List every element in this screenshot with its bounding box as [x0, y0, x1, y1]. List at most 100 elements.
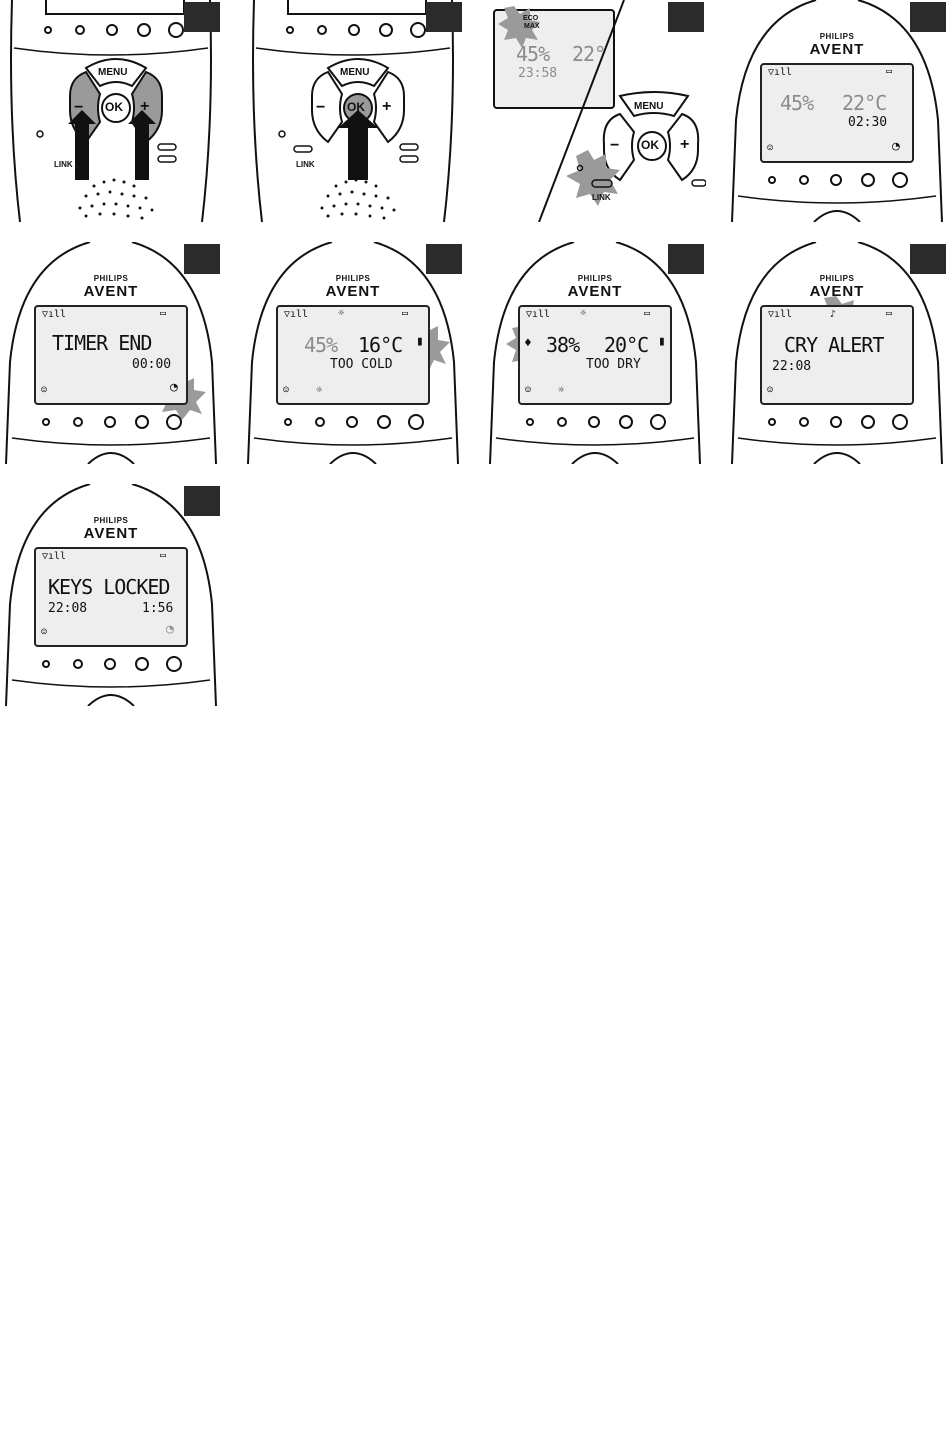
menu-button-label[interactable]: MENU — [98, 67, 128, 78]
plus-button-label[interactable]: + — [680, 136, 690, 153]
link-label: LINK — [592, 193, 611, 202]
nightlight-icon: ☼ — [558, 385, 565, 396]
panel-4: PHILIPS AVENT ▽ıll ▭ 45% 22°C 02:30 ☺ ◔ — [726, 0, 948, 222]
link-label: LINK — [54, 160, 73, 169]
nightlight-icon: ☼ — [316, 385, 323, 396]
step-marker — [668, 244, 704, 274]
battery-icon: ▭ — [402, 308, 409, 319]
lcd-screen: ▽ıll ♪ ▭ CRY ALERT 22:08 ☺ — [760, 305, 914, 405]
humidity-drop-icon: ♦ — [524, 336, 532, 351]
brand-avent: AVENT — [83, 525, 139, 542]
thermometer-icon: ▮ — [416, 334, 424, 349]
baby-icon: ☺ — [525, 385, 532, 396]
lcd-screen: ▽ıll ☼ ▭ 45% 16°C ▮ TOO COLD ☺ ☼ — [276, 305, 430, 405]
status-line-2: 00:00 — [132, 357, 172, 372]
handset-illustration — [5, 484, 217, 706]
step-marker — [184, 244, 220, 274]
minus-button-label[interactable]: − — [74, 99, 84, 116]
cry-alert-icon: ♪ — [830, 309, 837, 320]
brand-philips: PHILIPS — [335, 274, 371, 283]
ok-button-label[interactable]: OK — [641, 138, 659, 152]
humidity-readout: 38% — [546, 333, 580, 357]
step-marker — [426, 244, 462, 274]
baby-icon: ☺ — [767, 385, 774, 396]
eco-label: ECO — [523, 15, 539, 22]
timer-readout: 02:30 — [848, 115, 888, 130]
minus-button-label[interactable]: − — [610, 137, 620, 154]
panel-8: PHILIPS AVENT ▽ıll ♪ ▭ CRY ALERT 22:08 ☺ — [726, 242, 948, 464]
battery-icon: ▭ — [886, 308, 893, 319]
panel-1: MENU OK − + LINK — [0, 0, 222, 222]
signal-icon: ▽ıll — [42, 309, 67, 320]
sun-icon: ☼ — [338, 308, 345, 319]
lcd-screen: ▽ıll ☼ ▭ ♦ 38% 20°C ▮ TOO DRY ☺ ☼ — [518, 305, 672, 405]
timer-icon: ◔ — [170, 380, 178, 395]
brand-avent: AVENT — [567, 283, 623, 300]
step-marker — [184, 486, 220, 516]
brand-philips: PHILIPS — [577, 274, 613, 283]
panel-3: ECO MAX 45% 22° 23:58 MENU OK − + LINK — [484, 0, 706, 222]
signal-icon: ▽ıll — [284, 309, 309, 320]
baby-icon: ☺ — [41, 385, 48, 396]
baby-icon: ☺ — [283, 385, 290, 396]
brand-philips: PHILIPS — [93, 516, 129, 525]
handset-illustration — [10, 0, 212, 222]
ok-button-label[interactable]: OK — [347, 100, 365, 114]
temperature-readout: 20°C — [604, 333, 649, 357]
menu-button-label[interactable]: MENU — [340, 67, 370, 78]
timer-icon: ◔ — [166, 622, 174, 637]
split-illustration — [493, 0, 706, 222]
status-line-2: 22:08 — [772, 359, 812, 374]
battery-icon: ▭ — [160, 308, 167, 319]
lcd-screen: ▽ıll ▭ TIMER END 00:00 ☺ ◔ — [34, 305, 188, 405]
signal-icon: ▽ıll — [768, 67, 793, 78]
step-marker — [910, 244, 946, 274]
brand-avent: AVENT — [809, 41, 865, 58]
battery-icon: ▭ — [886, 66, 893, 77]
status-line-1: CRY ALERT — [784, 333, 884, 357]
signal-icon: ▽ıll — [768, 309, 793, 320]
brand-avent: AVENT — [809, 283, 865, 300]
signal-icon: ▽ıll — [42, 551, 67, 562]
lcd-screen: ▽ıll ▭ KEYS LOCKED 22:08 1:56 ☺ ◔ — [34, 547, 188, 647]
signal-icon: ▽ıll — [526, 309, 551, 320]
humidity-readout: 45% — [516, 42, 550, 66]
status-line-1: KEYS LOCKED — [48, 575, 170, 599]
status-readout: TOO DRY — [586, 357, 641, 372]
clock-readout: 23:58 — [518, 66, 558, 81]
brand-philips: PHILIPS — [93, 274, 129, 283]
panel-5: PHILIPS AVENT ▽ıll ▭ TIMER END 00:00 ☺ ◔ — [0, 242, 222, 464]
brand-avent: AVENT — [325, 283, 381, 300]
minus-button-label[interactable]: − — [316, 99, 326, 116]
link-label: LINK — [296, 160, 315, 169]
status-line-1: TIMER END — [52, 331, 152, 355]
timer-icon: ◔ — [892, 139, 900, 154]
status-line-3: 1:56 — [142, 601, 174, 616]
panel-6: PHILIPS AVENT ▽ıll ☼ ▭ 45% 16°C ▮ TOO CO… — [242, 242, 464, 464]
step-marker — [668, 2, 704, 32]
step-marker — [910, 2, 946, 32]
temperature-readout: 22°C — [842, 91, 887, 115]
status-readout: TOO COLD — [330, 357, 393, 372]
battery-icon: ▭ — [160, 550, 167, 561]
humidity-readout: 45% — [304, 333, 338, 357]
sun-icon: ☼ — [580, 308, 587, 319]
thermometer-icon: ▮ — [658, 334, 666, 349]
baby-icon: ☺ — [41, 627, 48, 638]
baby-icon: ☺ — [767, 143, 774, 154]
ok-button-label[interactable]: OK — [105, 100, 123, 114]
plus-button-label[interactable]: + — [140, 98, 150, 115]
menu-button-label[interactable]: MENU — [634, 101, 664, 112]
panel-7: PHILIPS AVENT ▽ıll ☼ ▭ ♦ 38% 20°C ▮ TOO … — [484, 242, 706, 464]
handset-illustration — [252, 0, 454, 222]
temperature-readout: 22° — [572, 42, 606, 66]
brand-avent: AVENT — [83, 283, 139, 300]
max-label: MAX — [524, 23, 540, 30]
humidity-readout: 45% — [780, 91, 814, 115]
temperature-readout: 16°C — [358, 333, 403, 357]
step-marker — [426, 2, 462, 32]
panel-9: PHILIPS AVENT ▽ıll ▭ KEYS LOCKED 22:08 1… — [0, 484, 222, 706]
battery-icon: ▭ — [644, 308, 651, 319]
plus-button-label[interactable]: + — [382, 98, 392, 115]
step-marker — [184, 2, 220, 32]
